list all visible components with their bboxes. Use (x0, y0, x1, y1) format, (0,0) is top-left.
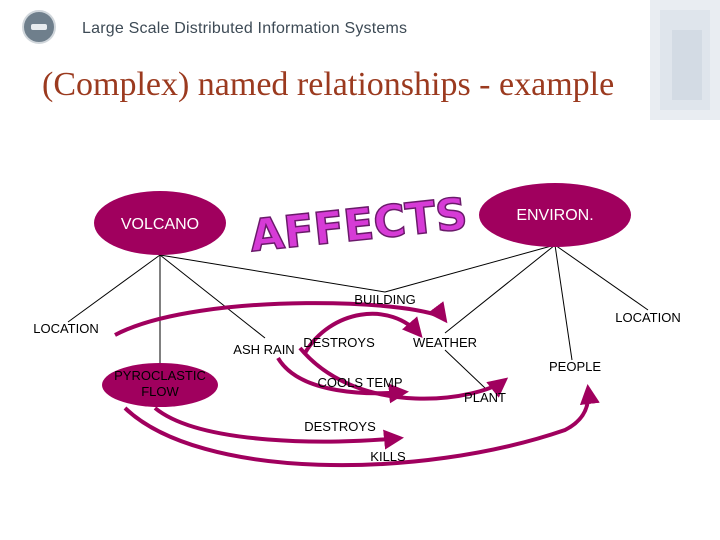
arrows (114, 301, 600, 468)
arrow-ashrain-plant (298, 346, 509, 401)
edge-volcano-building (159, 254, 386, 293)
edge-environ-weather (444, 244, 556, 334)
node-pyroclastic-label-line2: FLOW (141, 384, 179, 399)
slide-title: (Complex) named relationships - example (42, 66, 615, 103)
label-cools-temp: COOLS TEMP (317, 375, 402, 390)
node-pyroclastic-flow (102, 363, 218, 407)
edge-weather-plant (444, 349, 486, 389)
node-volcano (94, 191, 226, 255)
arrow-pyroclastic-destroys (153, 406, 404, 450)
arrow-destroys-building (303, 311, 423, 355)
label-destroys-2: DESTROYS (304, 419, 376, 434)
header-bar: Large Scale Distributed Information Syst… (0, 0, 720, 58)
node-environ (479, 183, 631, 247)
university-logo (22, 10, 56, 44)
label-people: PEOPLE (549, 359, 601, 374)
label-plant: PLANT (464, 390, 506, 405)
label-building: BUILDING (354, 292, 415, 307)
arrow-location-building (114, 301, 448, 337)
edge-environ-building (384, 244, 556, 293)
label-kills: KILLS (370, 449, 406, 464)
node-environ-label: ENVIRON. (516, 207, 593, 224)
edge-environ-location (554, 244, 649, 311)
wordart-affects: AFFECTS (247, 189, 469, 263)
label-weather: WEATHER (413, 335, 477, 350)
label-destroys-1: DESTROYS (303, 335, 375, 350)
arrow-ashrain-coolstemp (276, 356, 409, 404)
node-volcano-label: VOLCANO (121, 216, 199, 233)
decorative-corner (650, 0, 720, 120)
arrow-pyroclastic-people (123, 384, 600, 468)
header-title: Large Scale Distributed Information Syst… (82, 20, 408, 37)
edge-volcano-ashrain (159, 254, 266, 339)
label-location-right: LOCATION (615, 310, 681, 325)
label-ash-rain: ASH RAIN (233, 342, 294, 357)
edge-volcano-location (67, 254, 161, 323)
tree-lines (67, 244, 649, 389)
node-pyroclastic-label-line1: PYROCLASTIC (114, 368, 206, 383)
edge-environ-people (554, 244, 573, 361)
label-location-left: LOCATION (33, 321, 99, 336)
